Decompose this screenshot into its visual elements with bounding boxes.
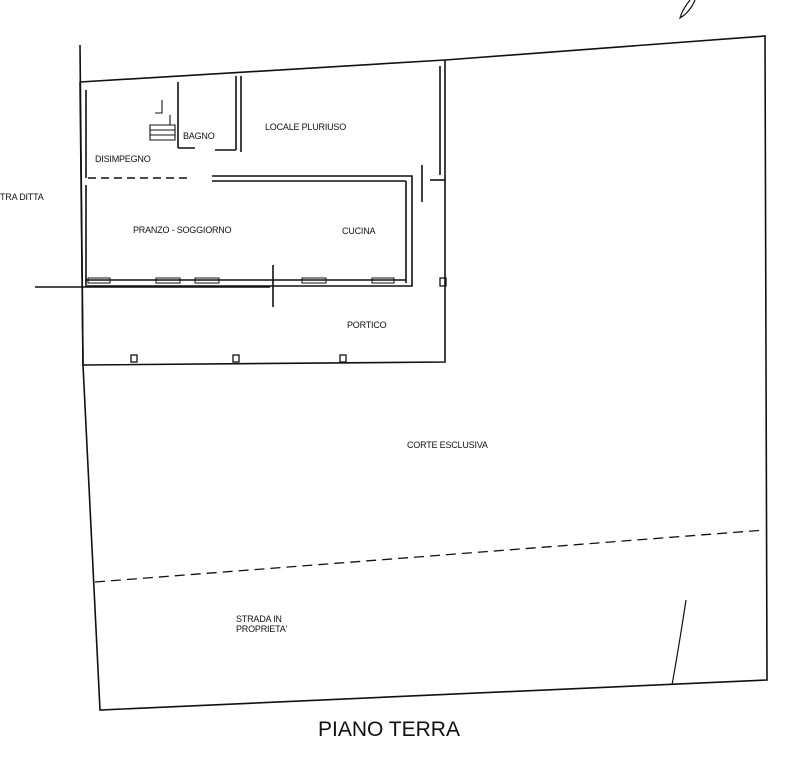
- wall-corridor-top: [212, 175, 413, 187]
- room-label-cucina: CUCINA: [342, 226, 376, 236]
- room-label-bagno: BAGNO: [183, 131, 215, 141]
- pen-mark-top: [679, 0, 696, 20]
- wall-bagno-bottom: [178, 147, 236, 151]
- building-outline: [79, 60, 446, 366]
- stairs-icon: [149, 100, 176, 141]
- area-label-strada: STRADA IN PROPRIETA': [236, 614, 287, 634]
- wall-cucina-right: [85, 181, 413, 287]
- room-label-disimpegno: DISIMPEGNO: [95, 154, 151, 164]
- road-division-line: [94, 529, 766, 583]
- area-label-corte-esclusiva: CORTE ESCLUSIVA: [407, 440, 488, 450]
- parcel-top-line: [79, 59, 446, 83]
- pen-mark-bottom: [671, 599, 687, 686]
- plan-title: PIANO TERRA: [318, 718, 460, 741]
- portico-pillars: [130, 277, 447, 363]
- strada-line-1: STRADA IN: [236, 614, 282, 624]
- room-label-pranzo-soggiorno: PRANZO - SOGGIORNO: [133, 225, 232, 235]
- room-label-portico: PORTICO: [347, 320, 387, 330]
- room-label-locale-pluriuso: LOCALE PLURIUSO: [265, 122, 347, 132]
- windows: [87, 277, 395, 284]
- strada-line-2: PROPRIETA': [236, 624, 288, 634]
- neighbour-label: TRA DITTA: [0, 192, 44, 202]
